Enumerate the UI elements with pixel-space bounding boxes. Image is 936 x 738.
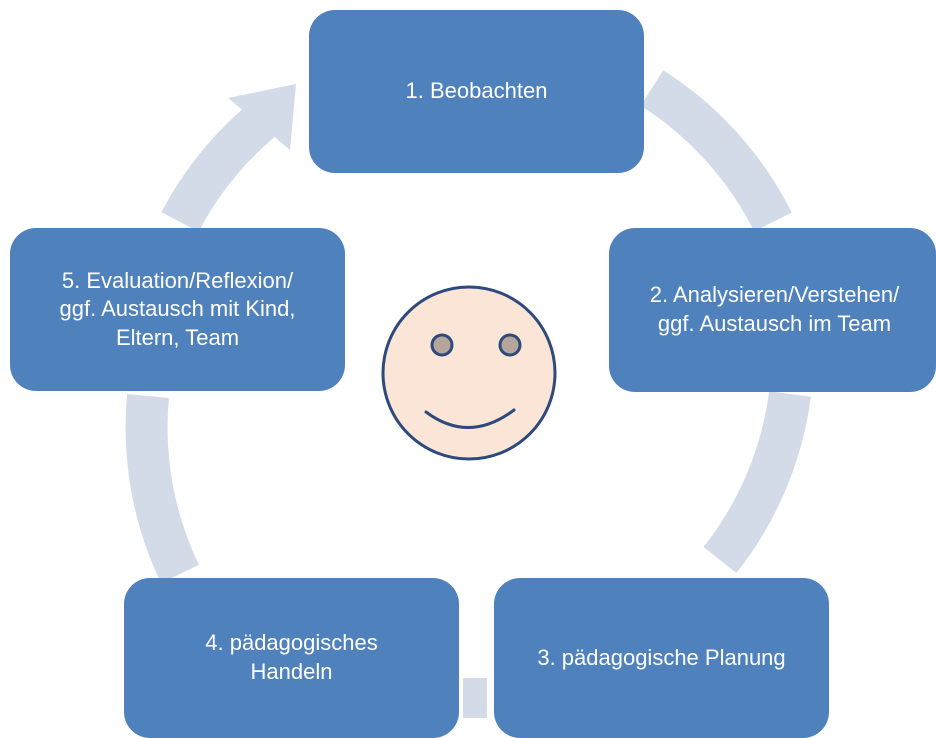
step-action-label: 4. pädagogisches Handeln <box>205 630 378 684</box>
step-evaluation: 5. Evaluation/Reflexion/ ggf. Austausch … <box>10 228 345 391</box>
smile-icon <box>424 408 516 429</box>
right-eye-icon <box>498 333 522 357</box>
step-analyse: 2. Analysieren/Verstehen/ ggf. Austausch… <box>609 228 936 392</box>
step-observe-label: 1. Beobachten <box>405 78 548 104</box>
left-eye-icon <box>430 333 454 357</box>
step-action: 4. pädagogisches Handeln <box>124 578 459 738</box>
smiley-face-icon <box>381 285 557 461</box>
step-planning-label: 3. pädagogische Planung <box>537 644 786 670</box>
step-planning: 3. pädagogische Planung <box>494 578 829 738</box>
step-evaluation-label: 5. Evaluation/Reflexion/ ggf. Austausch … <box>59 267 296 350</box>
step-analyse-label: 2. Analysieren/Verstehen/ ggf. Austausch… <box>649 282 900 336</box>
step-observe: 1. Beobachten <box>309 10 644 173</box>
